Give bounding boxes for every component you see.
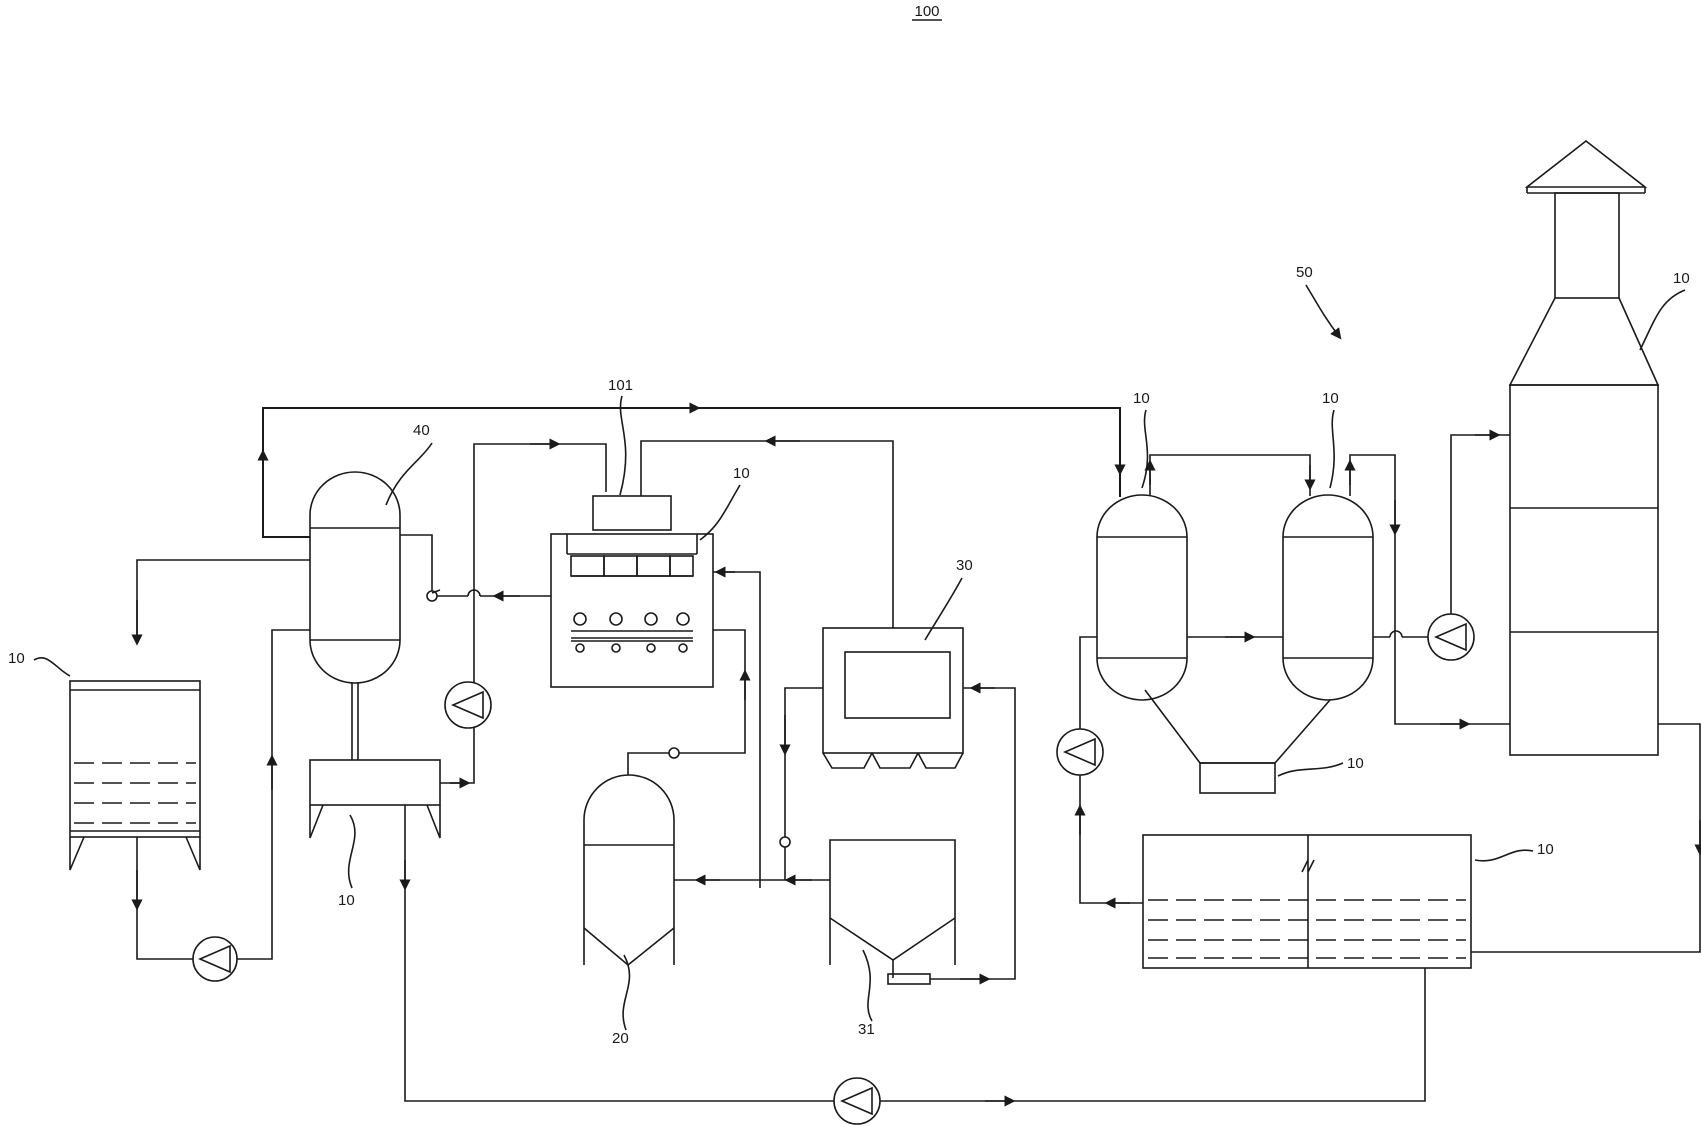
- exhaust-stack: [1508, 139, 1660, 756]
- pipe-absorber-top: [1149, 454, 1311, 496]
- label-furnace: 10: [733, 465, 750, 482]
- pipe-tank-to-pump: [1079, 775, 1143, 904]
- pipe-31-to-30: [930, 687, 1016, 980]
- pipe-absorber2-out: [1349, 454, 1510, 725]
- water-tank: [1142, 834, 1472, 969]
- label-left-tank: 10: [8, 650, 25, 667]
- label-water-tank: 10: [1537, 841, 1554, 858]
- pipe-40-out: [400, 534, 433, 593]
- leader-31: [862, 949, 873, 1022]
- leader-50: [1305, 284, 1342, 340]
- pipe-stack-to-tank: [1471, 723, 1701, 953]
- leader-101: [619, 395, 627, 496]
- leader-stack: [1639, 289, 1686, 351]
- leader-furnace: [699, 484, 741, 541]
- pipe-crossover: [1389, 630, 1403, 638]
- collector-box: [1199, 762, 1276, 794]
- label-31: 31: [858, 1021, 875, 1038]
- pump-icon: [1062, 737, 1096, 767]
- label-40: 40: [413, 422, 430, 439]
- label-101: 101: [608, 377, 633, 394]
- leader-30: [924, 577, 963, 641]
- fan-blade: [431, 589, 441, 594]
- left-liquid-tank: [69, 680, 201, 871]
- leader-collector: [1277, 762, 1344, 777]
- absorber-2: [1282, 494, 1374, 701]
- fan-icon: [779, 836, 791, 848]
- label-20: 20: [612, 1030, 629, 1047]
- furnace-unit: [550, 495, 714, 688]
- fan-icon: [668, 747, 680, 759]
- label-absorber-2: 10: [1322, 390, 1339, 407]
- pipe-junction-up: [713, 571, 761, 888]
- pipe-base-bottom: [404, 805, 835, 1102]
- pipe-40-to-tank: [136, 559, 310, 641]
- label-stack: 10: [1673, 270, 1690, 287]
- hopper-31: [829, 839, 956, 985]
- vessel-base: [309, 759, 441, 839]
- label-absorber-1: 10: [1133, 390, 1150, 407]
- label-collector-box: 10: [1347, 755, 1364, 772]
- pipe-absorber1-left: [1079, 636, 1097, 730]
- pump-icon: [839, 1086, 873, 1116]
- pipe-top-main: [262, 407, 1121, 538]
- leader-left-tank: [33, 657, 71, 677]
- pipe-tank-out: [136, 837, 193, 960]
- label-base: 10: [338, 892, 355, 909]
- leader-40: [385, 442, 433, 506]
- pipe-tank-bottom-loop: [880, 968, 1426, 1102]
- vessel-20: [583, 774, 675, 967]
- label-30: 30: [956, 557, 973, 574]
- label-50: 50: [1296, 264, 1313, 281]
- unit-30: [822, 627, 964, 769]
- pump-icon: [450, 690, 484, 720]
- pipe-pump-to-stack: [1450, 434, 1510, 614]
- pump-icon: [197, 944, 231, 974]
- figure-label: 100: [914, 3, 939, 20]
- pipe-fan-20: [627, 752, 669, 775]
- pipe-pump-to-40: [237, 629, 310, 960]
- leader-absorber-1: [1141, 409, 1149, 489]
- pump-icon: [1433, 622, 1467, 652]
- leader-absorber-2: [1329, 409, 1335, 489]
- leader-water-tank: [1474, 849, 1534, 862]
- funnel-lines: [1144, 689, 1331, 764]
- vessel-40: [309, 471, 401, 760]
- pipe-30-down: [784, 687, 823, 837]
- leader-base: [347, 814, 356, 889]
- absorber-1: [1096, 494, 1188, 701]
- leader-20: [622, 954, 631, 1031]
